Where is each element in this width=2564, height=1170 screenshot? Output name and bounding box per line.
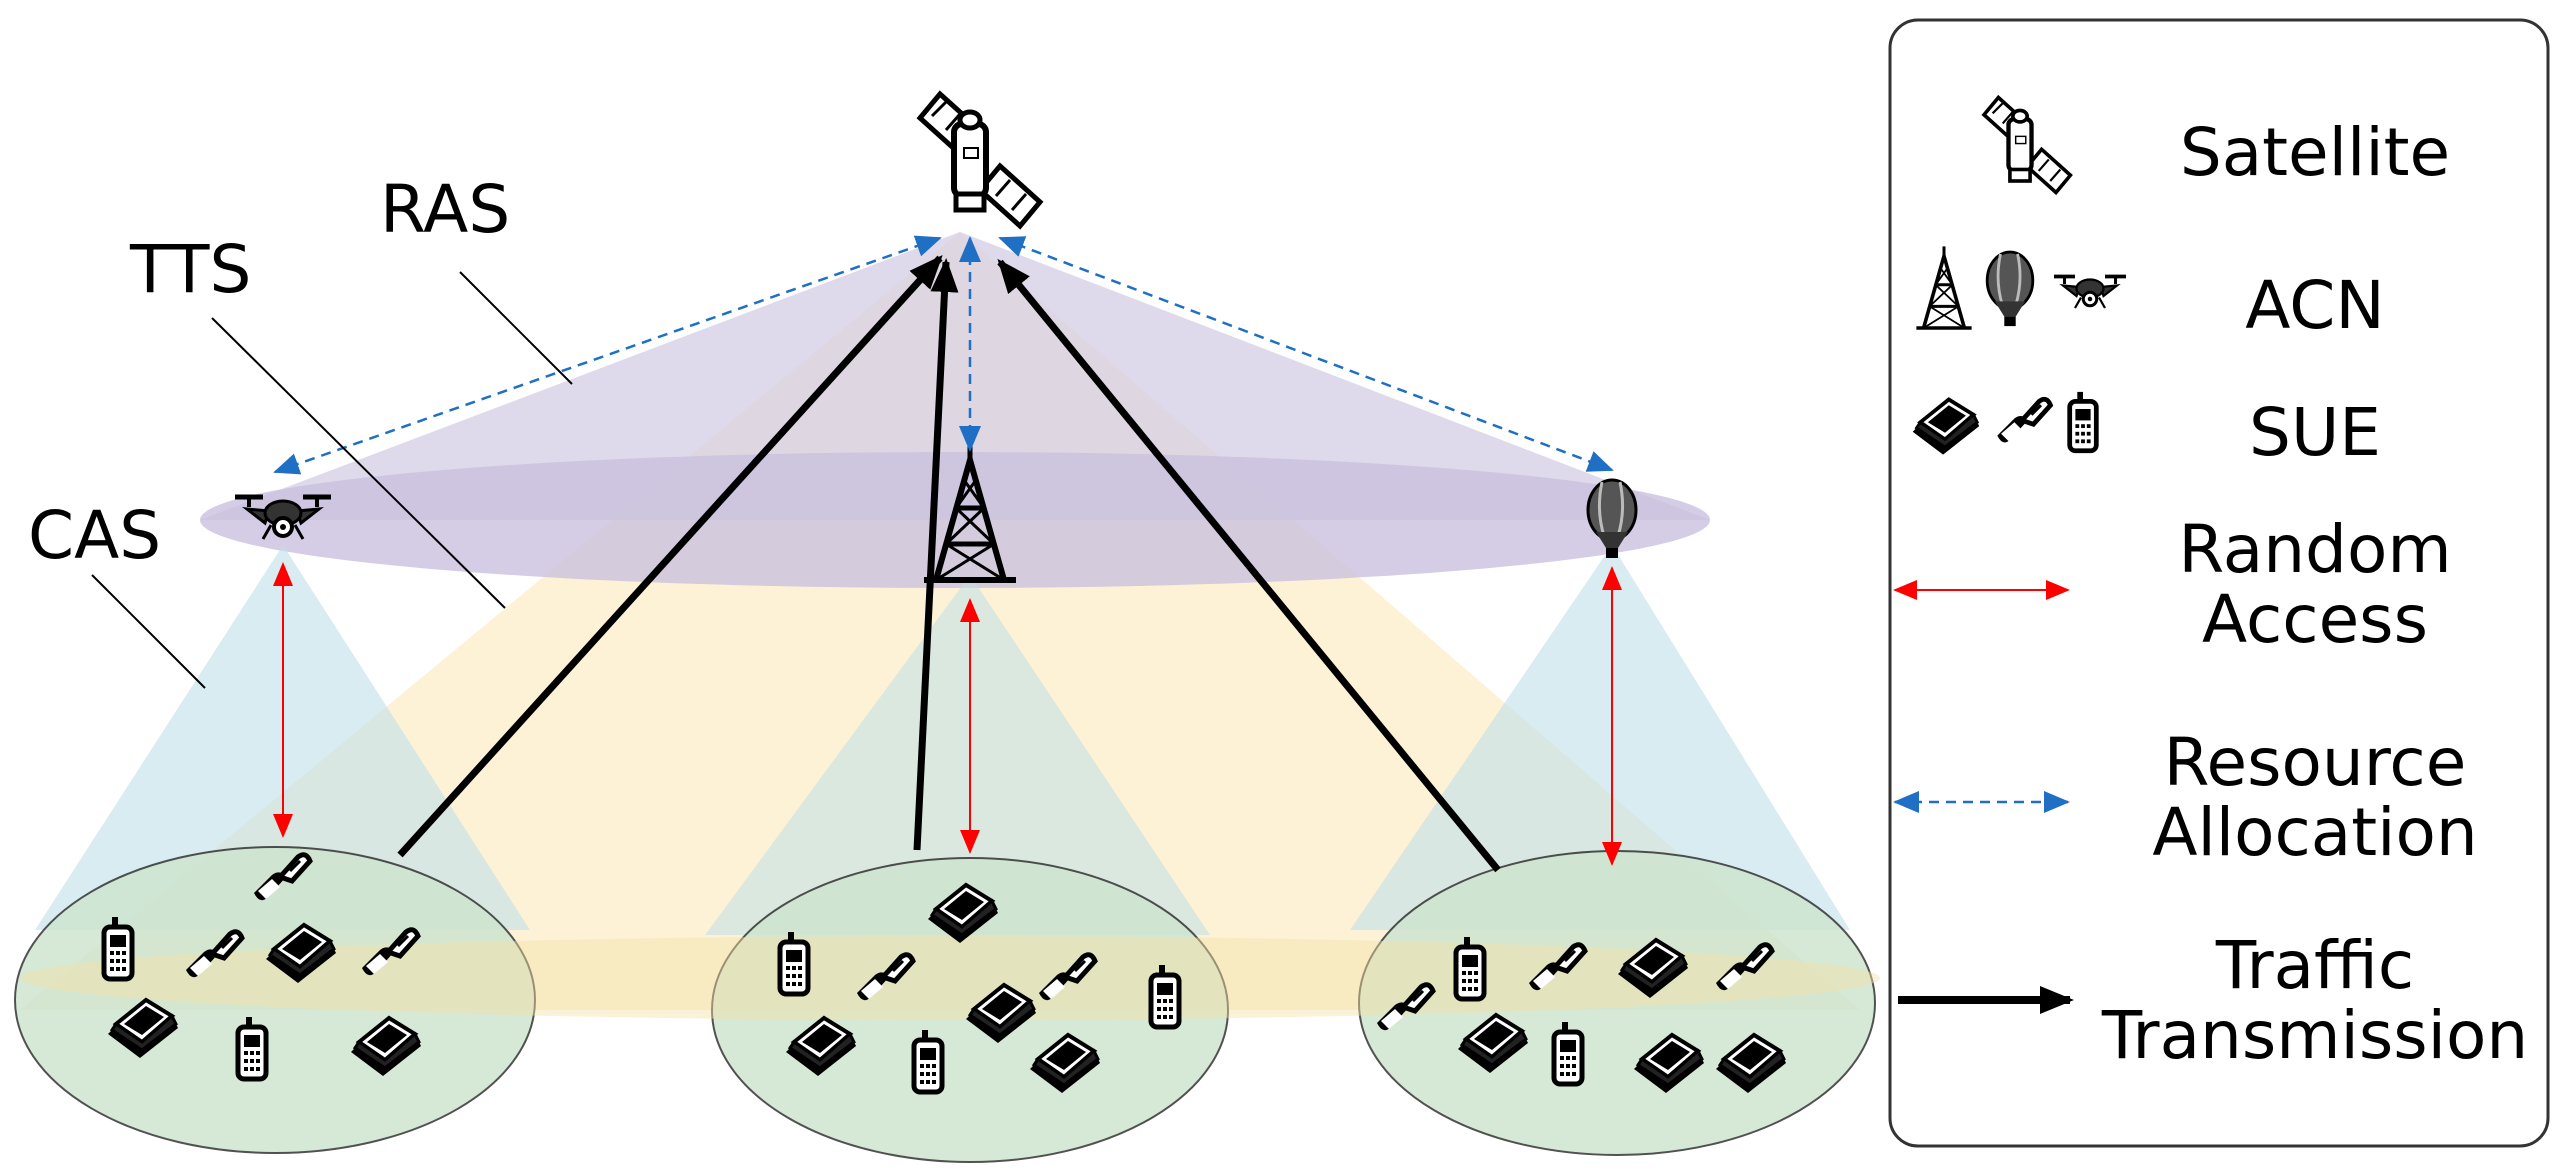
resource-allocation-link-drone [273,235,942,475]
traffic-transmission-right [997,258,1501,873]
satellite-icon [920,94,1040,226]
legend-box [1888,18,2550,1148]
ras-label: RAS [380,171,510,248]
handheld-phone-icon [238,1017,266,1079]
traffic-transmission-left [397,255,943,858]
sue-cluster-left [14,846,536,1154]
legend: Satellite ACN SUE Random Access Resource… [1888,18,2550,1148]
handheld-phone-icon [780,932,808,994]
traffic-transmission-middle [913,258,959,851]
legend-handheld-phone-icon [2070,392,2097,451]
handheld-phone-icon [914,1030,942,1092]
resource-allocation-link-balloon [998,236,1614,472]
handheld-phone-icon [1151,965,1179,1027]
handheld-phone-icon [104,917,132,979]
handheld-phone-icon [1456,937,1484,999]
legend-resource-allocation-line1: Resource [2164,724,2467,801]
cas-leader-line [91,574,206,689]
legend-acn-label: ACN [2245,267,2384,344]
tts-leader-line [211,317,506,609]
ras-leader-line [459,271,573,385]
legend-random-access-line1: Random [2178,511,2451,588]
tts-label: TTS [129,231,251,308]
legend-traffic-transmission-line2: Transmission [2101,997,2528,1074]
legend-satellite-label: Satellite [2180,114,2450,191]
legend-resource-allocation-line2: Allocation [2152,794,2477,871]
cas-cone-right [1350,545,1850,930]
legend-random-access-line2: Access [2202,581,2428,658]
legend-sue-label: SUE [2249,394,2381,471]
legend-traffic-transmission-line1: Traffic [2215,927,2414,1004]
handheld-phone-icon [1554,1022,1582,1084]
cas-label: CAS [28,497,161,574]
cas-cone-middle [705,575,1210,935]
sue-cluster-middle [711,857,1229,1163]
